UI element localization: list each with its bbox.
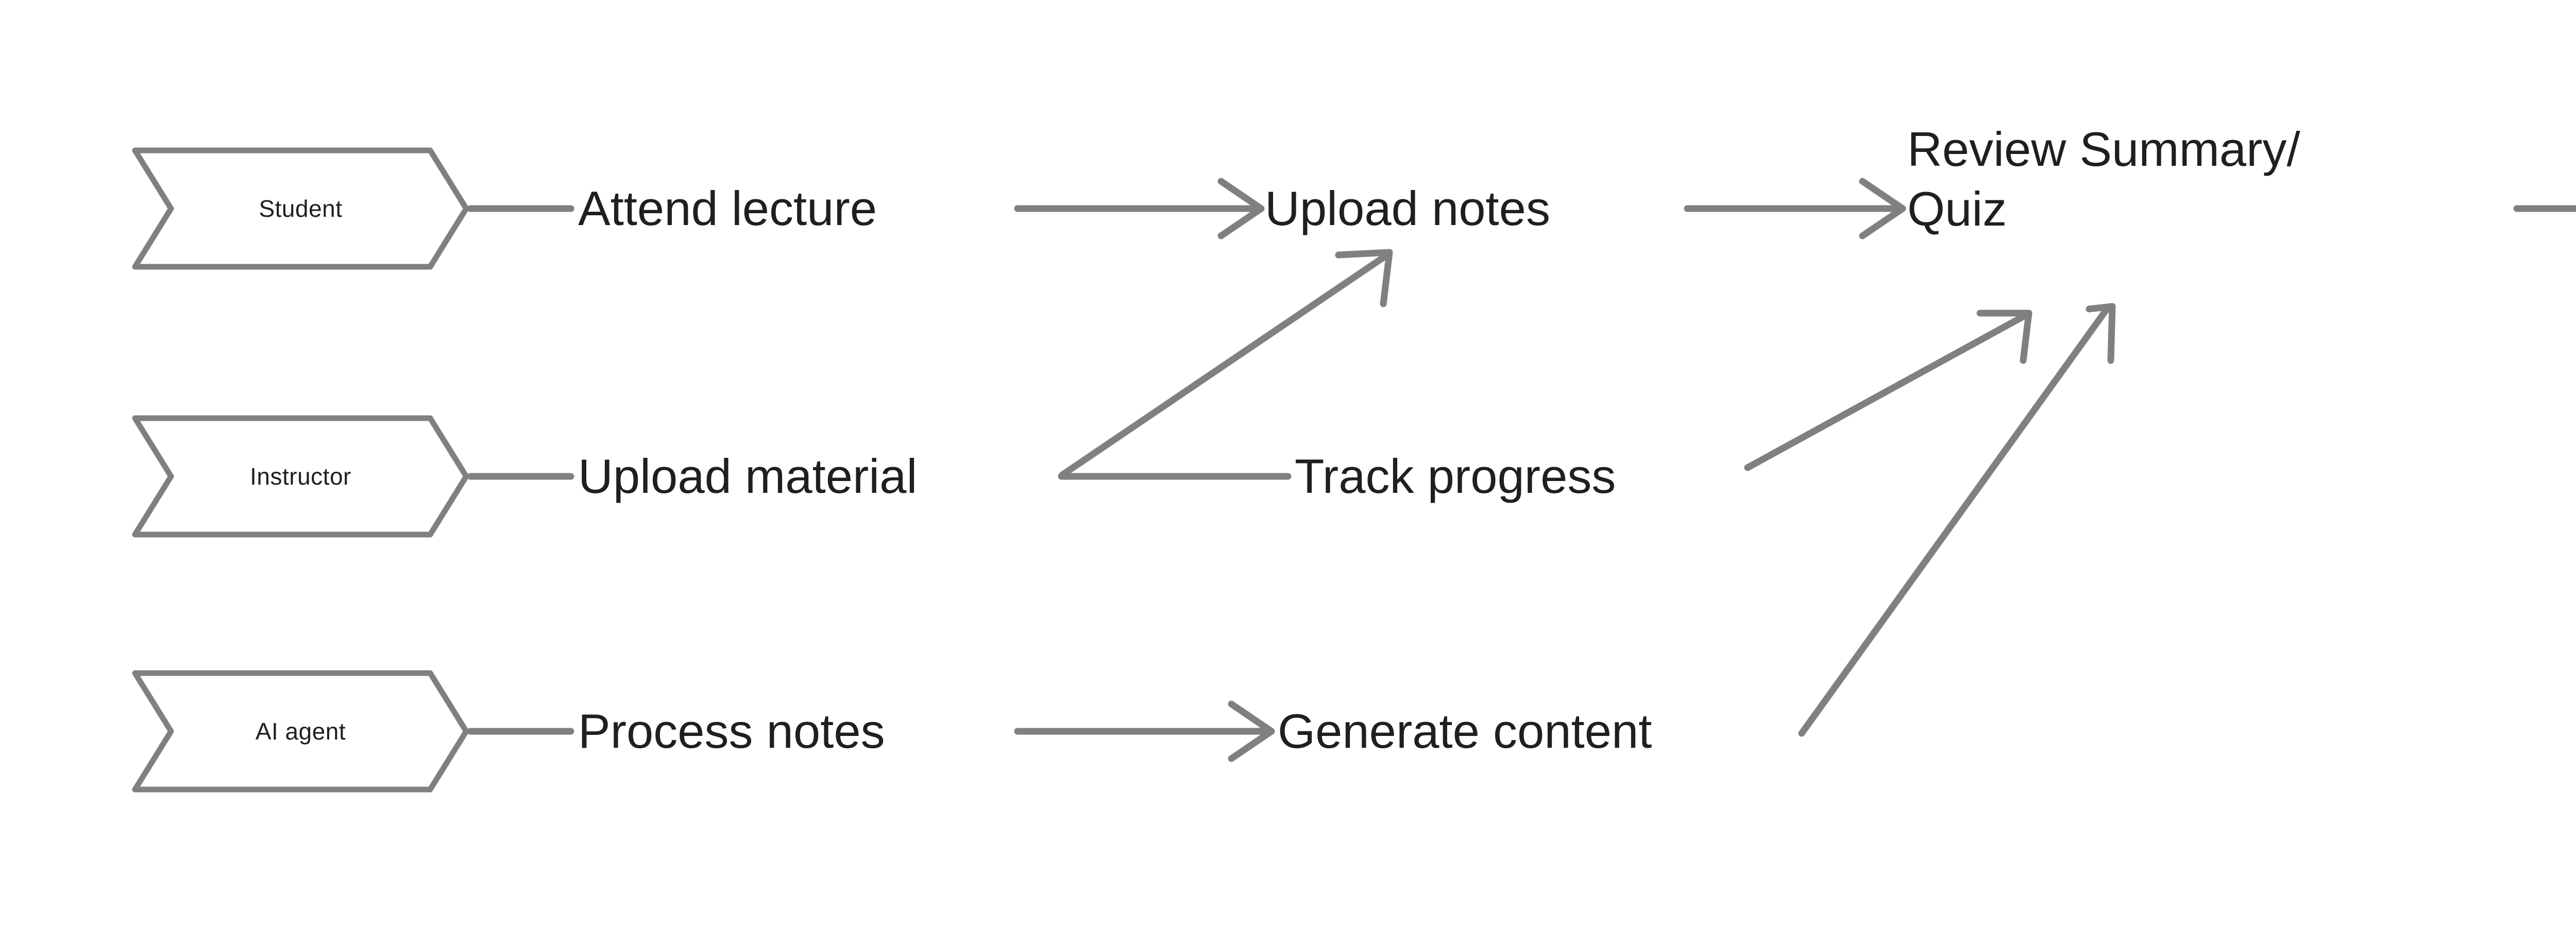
lane-label-instructor: Instructor xyxy=(250,463,351,490)
lane-ai-agent[interactable]: AI agent xyxy=(135,673,466,789)
node-review-summary-line1[interactable]: Review Summary/ xyxy=(1907,122,2300,176)
edge-review-to-retain xyxy=(2513,205,2576,212)
node-generate-content[interactable]: Generate content xyxy=(1278,704,1652,758)
edge-process-to-generate xyxy=(1014,700,1275,762)
edge-attend-to-upload-notes xyxy=(1014,178,1265,239)
node-process-notes[interactable]: Process notes xyxy=(578,704,885,758)
lane-instructor[interactable]: Instructor xyxy=(135,418,466,535)
node-upload-notes[interactable]: Upload notes xyxy=(1265,181,1550,235)
edge-generate-to-review xyxy=(1798,303,2116,737)
lane-student[interactable]: Student xyxy=(135,150,466,267)
edge-upload-notes-to-review xyxy=(1684,178,1906,239)
edge-track-to-review xyxy=(1744,310,2032,471)
node-track-progress[interactable]: Track progress xyxy=(1295,449,1616,503)
lane-label-ai-agent: AI agent xyxy=(255,718,346,745)
lane-label-student: Student xyxy=(259,195,343,222)
node-attend-lecture[interactable]: Attend lecture xyxy=(578,181,877,235)
node-upload-material[interactable]: Upload material xyxy=(578,449,918,503)
node-review-summary-line2[interactable]: Quiz xyxy=(1907,182,2007,236)
edge-upload-material-to-upload-notes xyxy=(1059,249,1393,478)
